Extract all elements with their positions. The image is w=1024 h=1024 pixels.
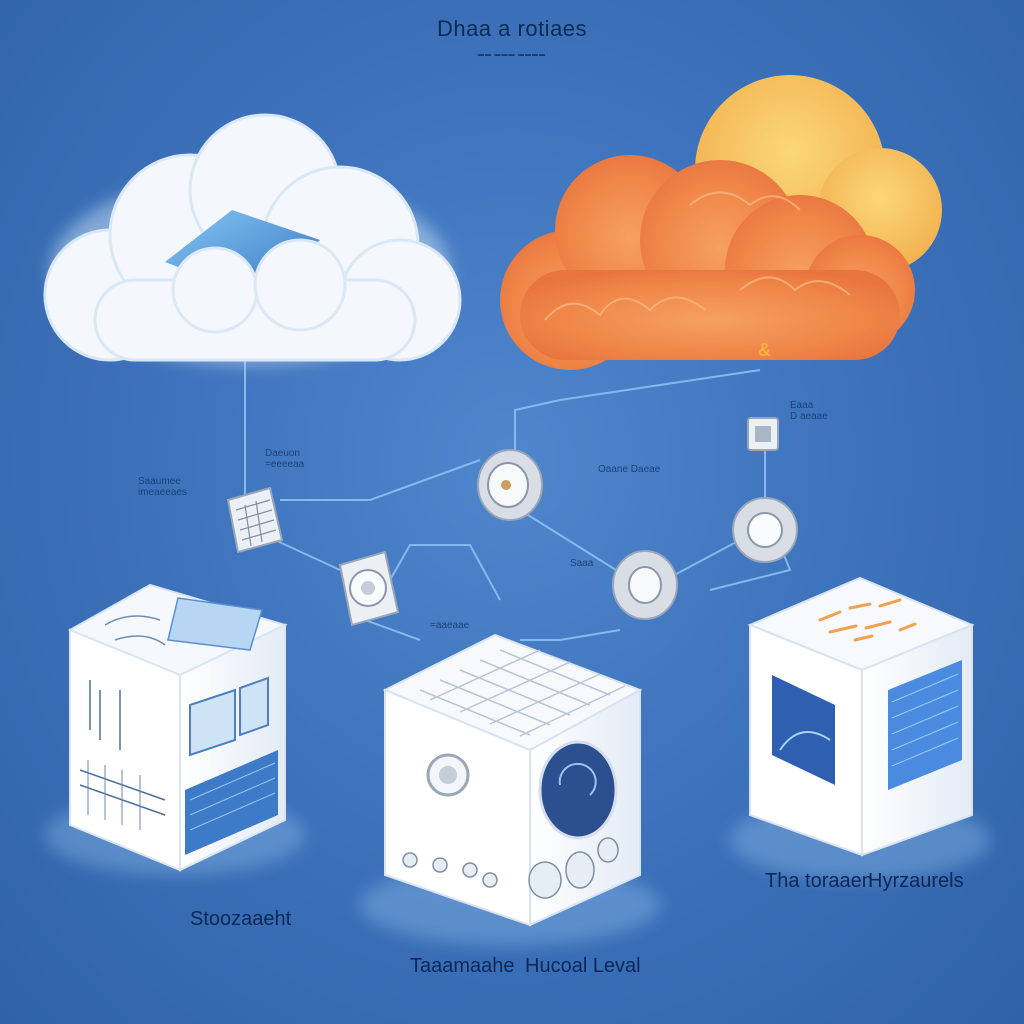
svg-text:&: &	[758, 340, 771, 360]
line-fan-down	[364, 619, 421, 641]
lens-icon	[732, 497, 798, 563]
diagram-title: Dhaa a rotiaes	[436, 16, 588, 41]
annotation-label: Eaaa D aeaae	[790, 400, 828, 422]
center-cube-label-left: Taaamaahe	[410, 955, 515, 977]
right-cube	[730, 576, 990, 880]
line-hub-up	[514, 369, 761, 470]
grid-panel-icon	[226, 486, 284, 554]
connection-lines	[244, 360, 792, 641]
annotation-label: Oaane Daeae	[598, 464, 661, 475]
line-panel-to-fan	[274, 539, 341, 571]
gauge-icon	[477, 449, 543, 521]
line-fan-to-center	[389, 544, 501, 601]
tag-icon	[747, 417, 779, 451]
left-cube	[45, 583, 305, 875]
right-cube-label-right: Hyrzaurels	[868, 870, 964, 892]
line-lens-to-lens	[664, 539, 741, 581]
center-cube-label-right: Hucoal Leval	[525, 955, 641, 977]
lens-icon	[612, 550, 678, 620]
right-cloud: &	[500, 75, 942, 370]
diagram-subtitle: ▬▬ ▬▬▬ ▬▬▬▬	[477, 52, 547, 58]
annotation-label: Daeuon =eeeeaa	[265, 448, 305, 470]
center-cube	[360, 633, 660, 945]
annotation-label: =aaeaae	[430, 620, 470, 631]
right-cube-label-left: Tha toraaen	[765, 870, 873, 892]
annotation-label: Saaa	[570, 558, 594, 569]
fan-icon	[338, 550, 400, 627]
line-center-up	[520, 629, 621, 641]
left-cube-label: Stoozaaeht	[190, 908, 292, 930]
left-cloud	[43, 113, 462, 365]
line-panel-to-hub	[280, 459, 481, 501]
annotation-label: Saaumee imeaeeaes	[138, 476, 187, 498]
